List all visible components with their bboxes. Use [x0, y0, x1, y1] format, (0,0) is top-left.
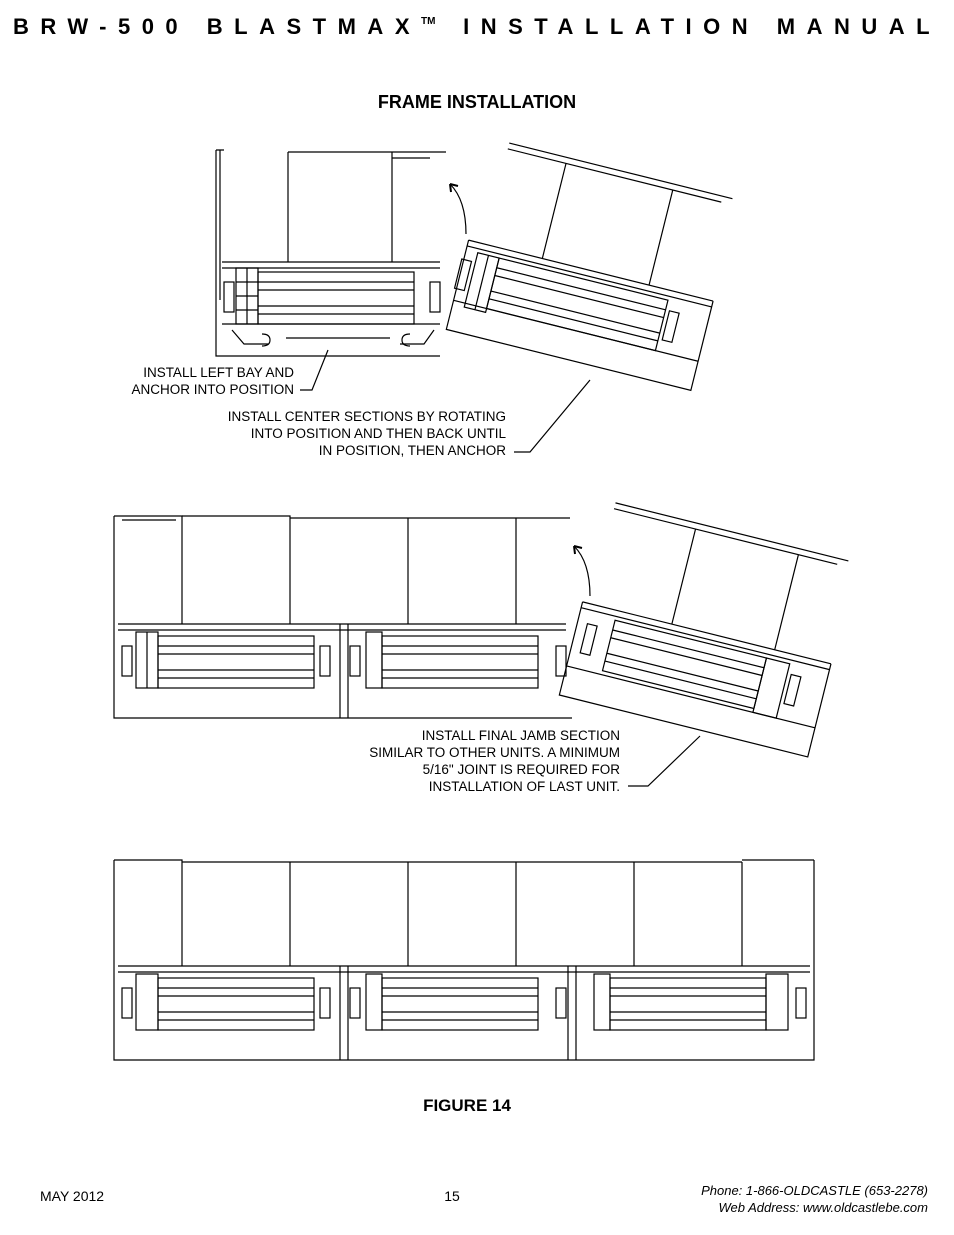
final-jamb-section [558, 502, 849, 758]
rotation-arrow-1 [449, 183, 467, 235]
leader-center-sections [514, 379, 591, 453]
footer-date: MAY 2012 [40, 1188, 105, 1204]
header-title-right: INSTALLATION MANUAL [463, 14, 942, 39]
trademark-mark: TM [421, 16, 436, 27]
footer-contact: Phone: 1-866-OLDCASTLE (653-2278) Web Ad… [701, 1182, 928, 1216]
page-number: 15 [444, 1188, 460, 1204]
section-title: FRAME INSTALLATION [377, 92, 577, 112]
center-sections-row [113, 515, 572, 719]
figure-label: FIGURE 14 [423, 1096, 511, 1115]
rotating-center-section [445, 142, 733, 392]
completed-assembly [113, 859, 815, 1061]
leader-final-jamb [628, 735, 701, 787]
left-bay-section [215, 149, 446, 357]
footer-phone: Phone: 1-866-OLDCASTLE (653-2278) [701, 1183, 928, 1198]
leader-left-bay [300, 349, 329, 391]
footer-web: Web Address: www.oldcastlebe.com [718, 1200, 928, 1215]
rotation-arrow-2 [573, 545, 591, 597]
manual-header: BRW-500 BLASTMAXTM INSTALLATION MANUAL [0, 14, 954, 40]
header-title-left: BRW-500 BLASTMAX [12, 14, 421, 39]
